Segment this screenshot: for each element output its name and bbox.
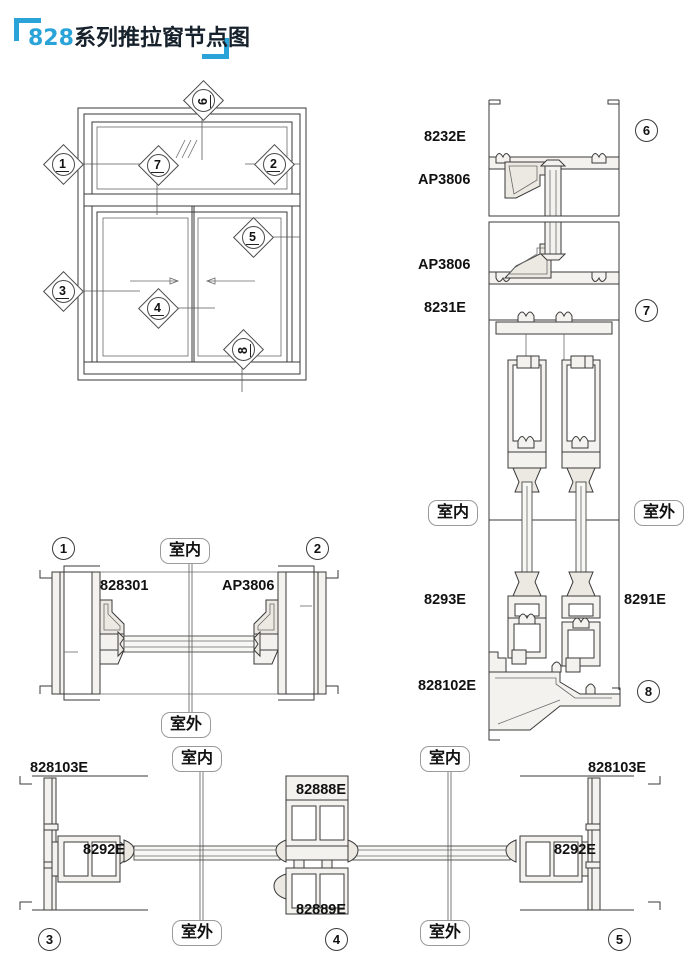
elevation-callout-3[interactable]: 3 [42,270,85,313]
detail-7-geometry [488,221,620,321]
code-label-828103E-right: 828103E [588,760,647,776]
title-bracket-top-left [14,18,41,41]
title-series-text: 系列推拉窗节点图 [73,26,250,51]
callout-number: 2 [270,156,277,171]
callout-circle-icon [147,154,170,177]
callout-number: 4 [154,300,161,315]
callout-circle-icon [52,153,75,176]
callout-underline [246,244,259,245]
callout-underline [151,315,164,316]
detail-1-2-geometry [39,556,339,716]
callout-underline [56,171,69,172]
callout-number: 7 [154,157,161,172]
callout-number: 3 [59,283,66,298]
indoor-label-sill-left: 室内 [172,746,223,772]
indoor-label-vertical-section: 室内 [428,500,479,526]
callout-number: 5 [249,229,256,244]
code-label-82889E: 82889E [296,902,346,918]
elevation-callout-8[interactable]: 8 [222,328,265,371]
section-marker-7[interactable]: 7 [635,299,658,322]
detail-3-4-5-geometry [19,764,661,942]
code-label-8291E: 8291E [624,592,666,608]
elevation-callout-6[interactable]: 6 [182,79,225,122]
section-marker-5[interactable]: 5 [608,928,631,951]
callout-circle-icon [263,153,286,176]
callout-number: 1 [59,156,66,171]
section-marker-1[interactable]: 1 [52,537,75,560]
elevation-callout-2[interactable]: 2 [253,143,296,186]
code-label-AP3806-transom: AP3806 [418,257,471,273]
section-marker-6[interactable]: 6 [635,119,658,142]
callout-underline [151,172,164,173]
callout-underline [267,171,280,172]
outdoor-label-transom-section: 室外 [161,712,212,738]
callout-circle-icon [52,280,75,303]
elevation-callout-4[interactable]: 4 [137,287,180,330]
code-label-82888E: 82888E [296,782,346,798]
indoor-label-transom-section: 室内 [160,538,211,564]
indoor-label-sill-right: 室内 [420,746,471,772]
code-label-8292E-right: 8292E [554,842,596,858]
title-series-number: 828 [28,26,74,51]
callout-circle-icon [242,226,265,249]
outdoor-label-sill-right: 室外 [420,920,471,946]
outdoor-label-vertical-section: 室外 [634,500,685,526]
code-label-8232E: 8232E [424,129,466,145]
code-label-828102E: 828102E [418,678,477,694]
code-label-828103E-left: 828103E [30,760,89,776]
callout-underline [210,95,211,108]
section-marker-2[interactable]: 2 [306,537,329,560]
code-label-AP3806-head: AP3806 [418,172,471,188]
callout-underline [250,344,251,357]
section-marker-4[interactable]: 4 [325,928,348,951]
title-bracket-bottom-right [202,38,229,59]
elevation-callout-5[interactable]: 5 [232,216,275,259]
detail-6-geometry [488,99,620,217]
section-marker-8[interactable]: 8 [637,680,660,703]
detail-vertical-geometry [488,311,621,741]
code-label-AP3806-jamb: AP3806 [222,578,275,594]
callout-circle-icon [147,297,170,320]
code-label-8231E: 8231E [424,300,466,316]
callout-underline [56,298,69,299]
code-label-828301: 828301 [100,578,149,594]
elevation-callout-1[interactable]: 1 [42,143,85,186]
elevation-callout-7[interactable]: 7 [137,144,180,187]
section-marker-3[interactable]: 3 [38,928,61,951]
code-label-8293E: 8293E [424,592,466,608]
outdoor-label-sill-left: 室外 [172,920,223,946]
code-label-8292E-left: 8292E [83,842,125,858]
